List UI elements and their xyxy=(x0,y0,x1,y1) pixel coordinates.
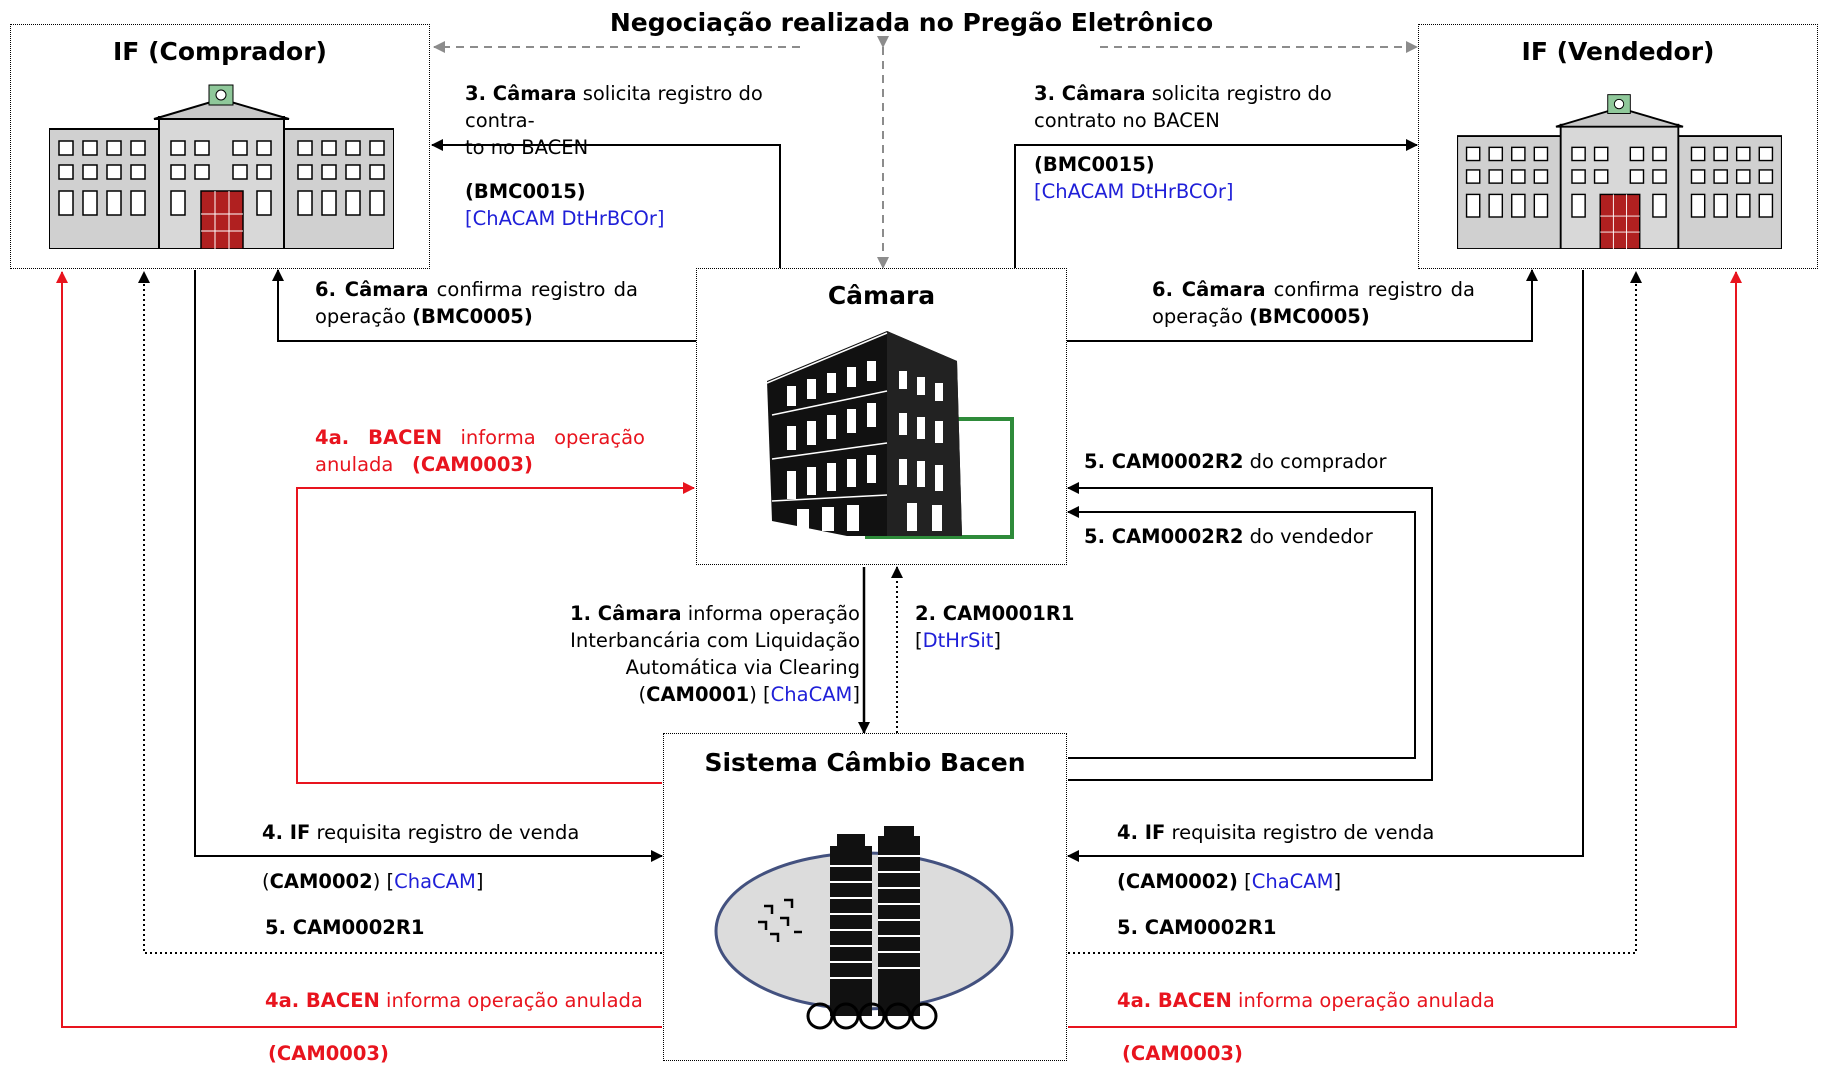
step-number: 4a. BACEN xyxy=(1117,989,1232,1012)
bacen-title: Sistema Câmbio Bacen xyxy=(704,748,1026,777)
step-text: contrato no BACEN xyxy=(1034,109,1220,132)
step4a-right-code: (CAM0003) xyxy=(1122,1042,1243,1065)
step4-right-label: 4. IF requisita registro de venda xyxy=(1117,819,1497,846)
step-number: 6. Câmara xyxy=(1152,278,1266,301)
step-text: requisita registro de venda xyxy=(310,821,580,844)
buyer-box: IF (Comprador) xyxy=(10,24,430,269)
step4-left-code: (CAM0002) [ChaCAM] xyxy=(262,868,642,895)
step-text: operação xyxy=(315,305,413,328)
message-code: (BMC0015) xyxy=(465,180,586,203)
message-code: CAM0002 xyxy=(269,870,373,893)
buyer-title: IF (Comprador) xyxy=(112,37,327,66)
paren: ( xyxy=(638,683,647,706)
step5-r1-right-label: 5. CAM0002R1 xyxy=(1117,916,1277,939)
step-text: anulada xyxy=(315,453,400,476)
step5-r2-buyer-label: 5. CAM0002R2 do comprador xyxy=(1084,448,1424,475)
step6-right-label: 6. Câmara confirma registro da operação … xyxy=(1152,276,1475,330)
message-code: CAM0001 xyxy=(646,683,750,706)
message-fields: ChaCAM xyxy=(1251,870,1334,893)
step-text: confirma registro da xyxy=(1265,278,1475,301)
camara-box: Câmara xyxy=(696,268,1067,565)
step5r1-arrows xyxy=(138,271,1642,954)
bracket: ] xyxy=(852,683,860,706)
message-fields: DtHrSit xyxy=(922,629,994,652)
message-code: 2. CAM0001R1 xyxy=(915,602,1075,625)
step4a-left-label: 4a. BACEN informa operação anulada xyxy=(265,987,645,1014)
diagram-title: Negociação realizada no Pregão Eletrônic… xyxy=(609,8,1214,37)
message-fields: [ChACAM DtHrBCOr] xyxy=(465,207,665,230)
step-text: solicita registro do contra- xyxy=(465,82,763,132)
step-number: 1. Câmara xyxy=(570,602,682,625)
bracket: ] xyxy=(993,629,1002,652)
step-text: Interbancária com Liquidação xyxy=(570,629,860,652)
bacen-tower-icon xyxy=(714,826,1014,1030)
paren: ) [ xyxy=(749,683,771,706)
step2-label: 2. CAM0001R1 [DtHrSit] xyxy=(915,600,1115,654)
step-text: do comprador xyxy=(1243,450,1387,473)
step6-arrows xyxy=(272,269,1538,342)
step-number: 3. Câmara xyxy=(465,82,577,105)
bracket: [ xyxy=(915,629,923,652)
step-number: 6. Câmara xyxy=(315,278,429,301)
message-code: (BMC0005) xyxy=(412,305,533,328)
step-text: informa operação anulada xyxy=(379,989,643,1012)
step-number: 4a. BACEN xyxy=(265,989,380,1012)
step-text: to no BACEN xyxy=(465,136,589,159)
step4a-right-label: 4a. BACEN informa operação anulada xyxy=(1117,987,1497,1014)
paren: ( xyxy=(262,870,270,893)
step-text: informa operação anulada xyxy=(1231,989,1495,1012)
step-number: 4. IF xyxy=(1117,821,1166,844)
step-text: do vendedor xyxy=(1243,525,1373,548)
step-number: 4. IF xyxy=(262,821,311,844)
step4a-left-code: (CAM0003) xyxy=(268,1042,389,1065)
step-text: confirma registro da xyxy=(428,278,638,301)
paren: ) [ xyxy=(372,870,395,893)
camara-title: Câmara xyxy=(827,281,936,310)
bacen-box: Sistema Câmbio Bacen xyxy=(663,733,1067,1061)
bracket: [ xyxy=(1237,870,1252,893)
bracket: ] xyxy=(475,870,484,893)
step4-arrows xyxy=(194,270,1584,862)
step-number: 3. Câmara xyxy=(1034,82,1146,105)
camara-building-icon xyxy=(767,331,1014,539)
step4a-top-label: 4a. BACEN informa operação anulada (CAM0… xyxy=(315,424,645,478)
bracket: ] xyxy=(1333,870,1342,893)
step5-r2-seller-label: 5. CAM0002R2 do vendedor xyxy=(1084,523,1424,550)
message-code: 5. CAM0002R2 xyxy=(1084,450,1244,473)
step-text: solicita registro do xyxy=(1145,82,1332,105)
step-text: Automática via Clearing xyxy=(625,656,860,679)
step-text: informa operação xyxy=(442,426,645,449)
step5-r1-left-label: 5. CAM0002R1 xyxy=(265,916,425,939)
message-code: (CAM0003) xyxy=(411,453,533,476)
step4a-arrows xyxy=(56,271,1742,1028)
message-fields: ChaCAM xyxy=(394,870,476,893)
seller-title: IF (Vendedor) xyxy=(1521,37,1715,66)
step-text: requisita registro de venda xyxy=(1165,821,1435,844)
step4-left-label: 4. IF requisita registro de venda xyxy=(262,819,642,846)
step-text: operação xyxy=(1152,305,1250,328)
message-fields: [ChACAM DtHrBCOr] xyxy=(1034,180,1234,203)
negotiation-arrows xyxy=(433,36,1418,269)
message-code: (CAM0002) xyxy=(1117,870,1238,893)
step-text: informa operação xyxy=(681,602,860,625)
step3-left-label: 3. Câmara solicita registro do contra- t… xyxy=(465,80,825,232)
step3-arrows xyxy=(431,139,1418,268)
step3-right-label: 3. Câmara solicita registro do contrato … xyxy=(1034,80,1394,205)
bank-building-icon xyxy=(49,84,394,249)
bank-building-icon xyxy=(1457,94,1782,249)
step1-label: 1. Câmara informa operação Interbancária… xyxy=(560,600,860,708)
message-fields: ChaCAM xyxy=(770,683,853,706)
step6-left-label: 6. Câmara confirma registro da operação … xyxy=(315,276,638,330)
message-code: 5. CAM0002R2 xyxy=(1084,525,1244,548)
message-code: (BMC0015) xyxy=(1034,153,1155,176)
message-code: (BMC0005) xyxy=(1249,305,1370,328)
step5r2-arrows xyxy=(1067,482,1433,781)
step4-right-code: (CAM0002) [ChaCAM] xyxy=(1117,868,1497,895)
seller-box: IF (Vendedor) xyxy=(1418,24,1818,269)
step-number: 4a. BACEN xyxy=(315,426,443,449)
